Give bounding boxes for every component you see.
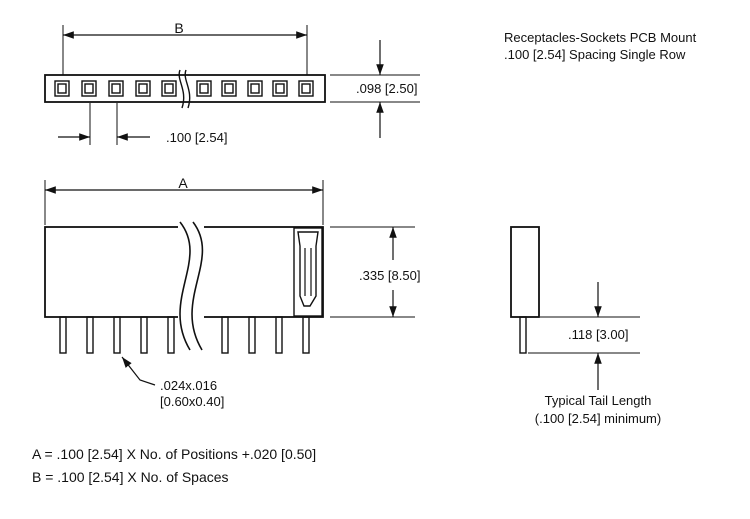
dim-b-label: B: [174, 20, 183, 36]
pin-leader: [121, 356, 156, 386]
formula-b: B = .100 [2.54] X No. of Spaces: [32, 469, 229, 485]
dim-a-label: A: [178, 175, 188, 191]
side-pin: [519, 316, 527, 354]
top-sockets: [54, 80, 314, 97]
tail-note-1: Typical Tail Length: [545, 393, 652, 408]
tail-note-2: (.100 [2.54] minimum): [535, 411, 661, 426]
title-line-1: Receptacles-Sockets PCB Mount: [504, 30, 697, 45]
side-view: [510, 226, 640, 390]
top-view: [44, 25, 420, 145]
tail-length-label: .118 [3.00]: [568, 327, 628, 342]
formula-a: A = .100 [2.54] X No. of Positions +.020…: [32, 446, 317, 462]
body-height-label: .335 [8.50]: [359, 268, 420, 283]
front-break-mark: [179, 221, 204, 351]
front-view: [44, 180, 415, 386]
pin-size-label-2: [0.60x0.40]: [160, 394, 224, 409]
top-strip-body: [44, 74, 326, 103]
top-height-label: .098 [2.50]: [356, 81, 417, 96]
pitch-label: .100 [2.54]: [166, 130, 227, 145]
title-line-2: .100 [2.54] Spacing Single Row: [504, 47, 686, 62]
pin-size-label-1: .024x.016: [160, 378, 217, 393]
side-body: [510, 226, 540, 318]
top-break-mark: [178, 69, 191, 109]
